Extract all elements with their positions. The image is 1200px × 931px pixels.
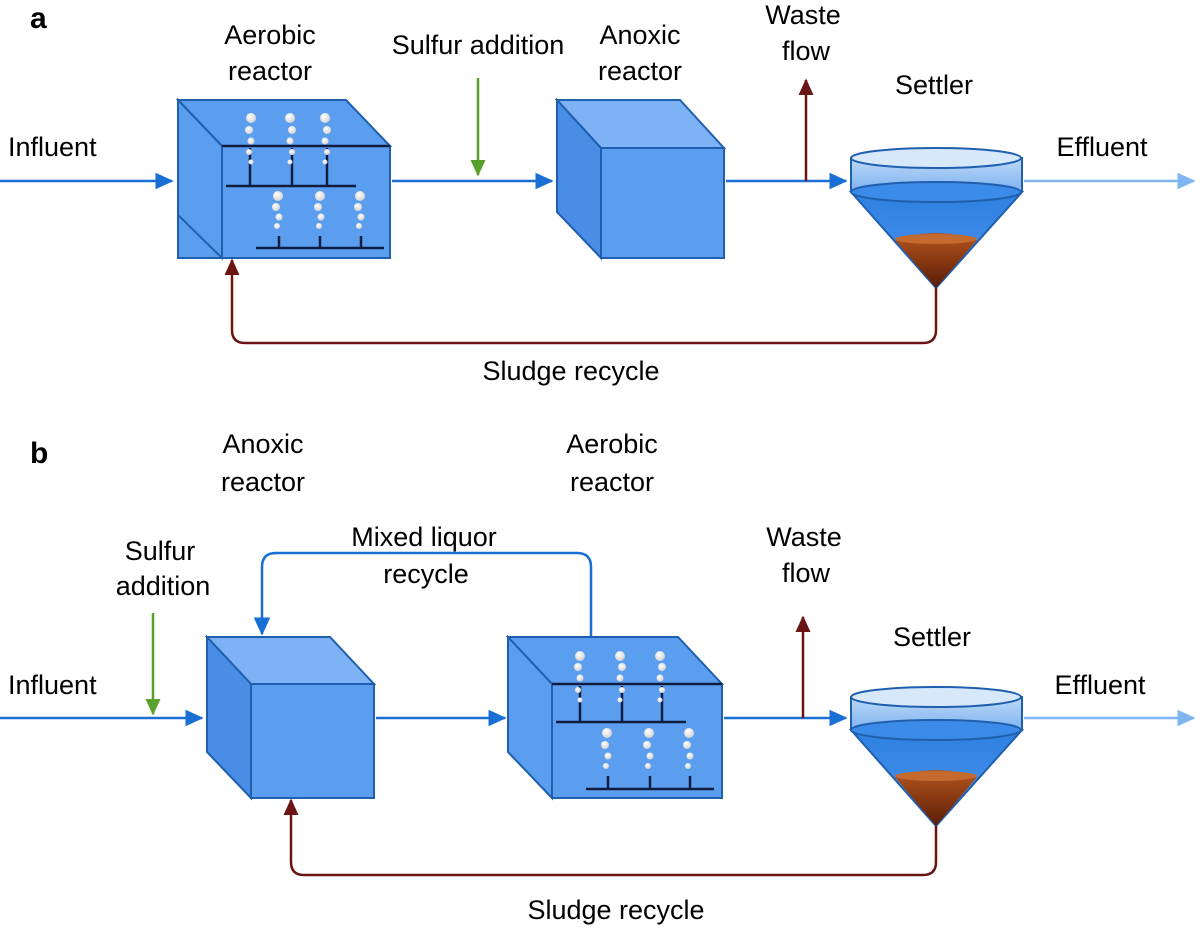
waste-flow-label-a-1: Waste xyxy=(765,0,841,30)
aerobic-reactor-b xyxy=(505,634,725,801)
mixed-liquor-recycle-label-1: Mixed liquor xyxy=(351,522,497,552)
panel-b-label: b xyxy=(30,437,48,470)
anoxic-reactor-a xyxy=(554,97,727,261)
settler-label-b: Settler xyxy=(893,622,971,652)
settler-a xyxy=(848,147,1025,290)
aeration-bubbles-b xyxy=(574,651,694,769)
sludge-recycle-arrow-a xyxy=(224,258,938,345)
mixed-liquor-recycle-label-2: recycle xyxy=(383,559,469,589)
sulfur-addition-label-b-2: addition xyxy=(116,571,211,601)
panel-a: a Influent Aerobic reactor xyxy=(0,0,1196,386)
sludge-recycle-label-a: Sludge recycle xyxy=(482,356,659,386)
anoxic-reactor-b xyxy=(204,634,377,801)
mixed-liquor-recycle-arrow xyxy=(253,551,593,637)
aeration-bubbles-a xyxy=(245,113,365,229)
aerobic-reactor-label-a-2: reactor xyxy=(228,56,312,86)
anoxic-reactor-label-a-2: reactor xyxy=(598,56,682,86)
aerobic-reactor-a xyxy=(175,97,393,261)
panel-a-label: a xyxy=(30,2,47,35)
settler-b xyxy=(848,686,1025,828)
influent-label-a: Influent xyxy=(8,132,97,162)
waste-flow-label-b-1: Waste xyxy=(766,522,842,552)
anoxic-reactor-label-b-2: reactor xyxy=(221,467,305,497)
anoxic-reactor-label-a-1: Anoxic xyxy=(599,20,680,50)
sulfur-addition-label-a: Sulfur addition xyxy=(392,30,565,60)
sulfur-addition-label-b-1: Sulfur xyxy=(125,536,196,566)
effluent-label-b: Effluent xyxy=(1054,670,1146,700)
aerobic-reactor-label-b-1: Aerobic xyxy=(566,429,658,459)
sludge-recycle-label-b: Sludge recycle xyxy=(527,895,704,925)
settler-label-a: Settler xyxy=(895,70,973,100)
aerobic-reactor-label-a-1: Aerobic xyxy=(224,20,316,50)
anoxic-reactor-label-b-1: Anoxic xyxy=(222,429,303,459)
waste-flow-label-a-2: flow xyxy=(782,36,831,66)
influent-label-b: Influent xyxy=(8,670,97,700)
aerobic-reactor-label-b-2: reactor xyxy=(570,467,654,497)
panel-b: b Influent Sulfur addition Anoxic reacto… xyxy=(0,429,1196,925)
sludge-recycle-arrow-b xyxy=(283,798,938,877)
effluent-label-a: Effluent xyxy=(1056,132,1148,162)
waste-flow-label-b-2: flow xyxy=(782,558,831,588)
